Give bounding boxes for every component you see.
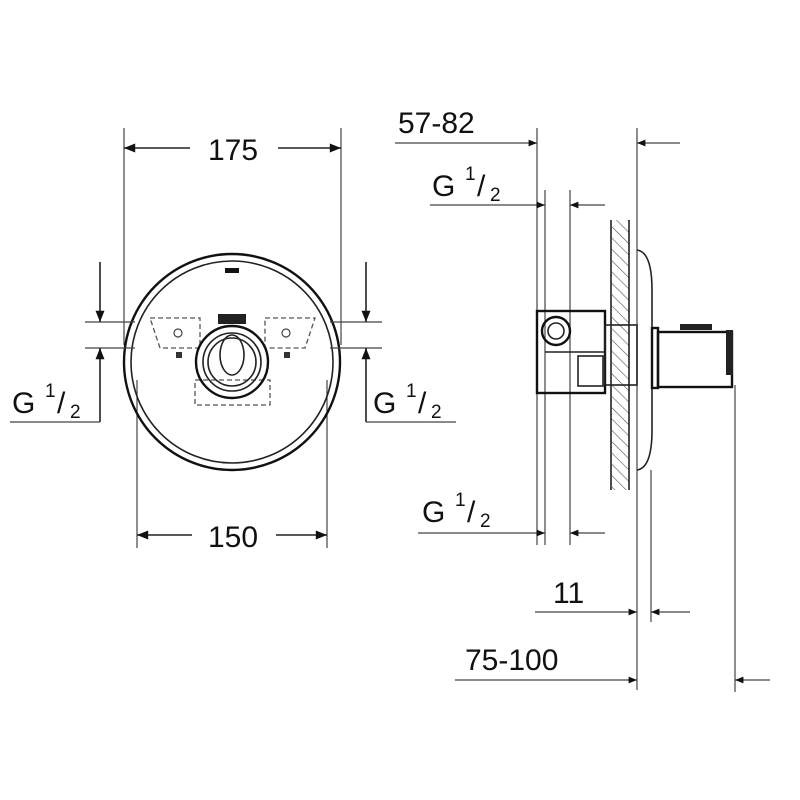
fraction-denominator: 2 xyxy=(70,402,81,423)
fraction-numerator: 1 xyxy=(406,381,417,402)
cover-plate-outer xyxy=(122,252,342,472)
connection-prefix: G xyxy=(12,387,35,420)
dimension-bottom-connection: G 1 / 2 xyxy=(418,490,605,537)
fraction-denominator: 2 xyxy=(431,402,442,423)
dimension-150: 150 xyxy=(137,521,327,554)
logo-mark xyxy=(225,268,239,273)
escutcheon xyxy=(636,249,653,471)
dimension-175: 175 xyxy=(124,134,341,167)
front-view: 175 150 G xyxy=(10,128,456,554)
dimension-label: 175 xyxy=(208,134,258,167)
svg-text:/: / xyxy=(477,170,486,203)
svg-text:/: / xyxy=(418,387,427,420)
connection-prefix: G xyxy=(422,496,445,529)
fraction-denominator: 2 xyxy=(480,511,491,532)
dimension-11: 11 xyxy=(535,577,690,616)
handle-knob xyxy=(194,314,270,400)
wall-section xyxy=(612,220,629,490)
connection-prefix: G xyxy=(432,170,455,203)
dimension-label: 75-100 xyxy=(465,644,558,677)
svg-text:/: / xyxy=(57,387,66,420)
dimension-57-82: 57-82 xyxy=(395,107,680,147)
side-view: 57-82 G 1 / 2 G 1 / 2 11 xyxy=(395,107,770,692)
dimension-75-100: 75-100 xyxy=(455,644,770,684)
connection-prefix: G xyxy=(373,387,396,420)
dimension-label: 150 xyxy=(208,521,258,554)
dimension-left-connection: G 1 / 2 xyxy=(10,262,135,423)
valve-body xyxy=(535,309,638,395)
dimension-label: 11 xyxy=(553,577,584,610)
handle-side xyxy=(650,324,734,390)
dimension-right-connection: G 1 / 2 xyxy=(330,262,456,423)
fraction-denominator: 2 xyxy=(490,185,501,206)
dimension-top-connection: G 1 / 2 xyxy=(430,164,605,209)
fraction-numerator: 1 xyxy=(45,381,56,402)
svg-text:/: / xyxy=(467,496,476,529)
cover-plate-inner xyxy=(130,260,334,464)
fraction-numerator: 1 xyxy=(455,490,466,511)
fraction-numerator: 1 xyxy=(465,164,476,185)
dimension-label: 57-82 xyxy=(398,107,475,140)
